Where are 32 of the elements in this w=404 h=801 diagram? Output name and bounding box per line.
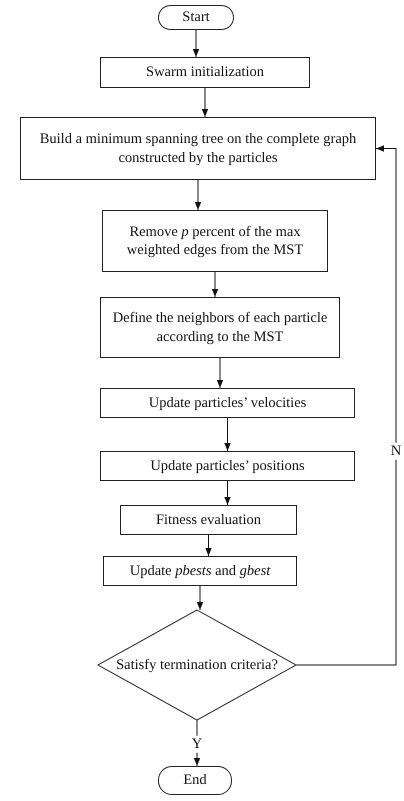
edge-label: Y — [190, 736, 204, 752]
edge-label: N — [390, 442, 402, 460]
process-box — [100, 388, 355, 418]
node-text: Remove p percent of the max weighted edges from the MST — [126, 222, 304, 260]
node-text: Start — [182, 8, 210, 27]
arrow — [192, 30, 200, 58]
node-text: Build a minimum spanning tree on the complete graph constructed by the particles — [38, 130, 358, 167]
node-text: End — [183, 771, 207, 790]
process-box — [100, 297, 340, 358]
node-text: Update particles’ positions — [150, 456, 305, 476]
process-box — [20, 117, 376, 180]
arrow — [194, 180, 202, 210]
node-text: Satisfy termination criteria? — [116, 656, 278, 674]
arrow — [224, 480, 231, 506]
process-box — [100, 451, 355, 481]
arrow — [205, 534, 212, 556]
arrow — [216, 358, 224, 388]
node-text: Update particles’ velocities — [148, 394, 306, 412]
process-box — [102, 210, 328, 272]
process-box — [100, 57, 310, 88]
arrow — [296, 145, 396, 666]
arrow — [212, 272, 218, 298]
process-box — [120, 505, 297, 535]
node-text: Define the neighbors of each particle according to the MST — [112, 309, 328, 346]
process-box — [103, 556, 297, 586]
arrow — [202, 88, 208, 118]
node-text: Fitness evaluation — [156, 510, 262, 530]
arrow — [196, 586, 204, 610]
node-text: Swarm initialization — [146, 63, 264, 82]
arrow — [194, 720, 200, 766]
node-text: Update pbests and gbest — [130, 562, 270, 580]
arrow — [224, 418, 231, 452]
